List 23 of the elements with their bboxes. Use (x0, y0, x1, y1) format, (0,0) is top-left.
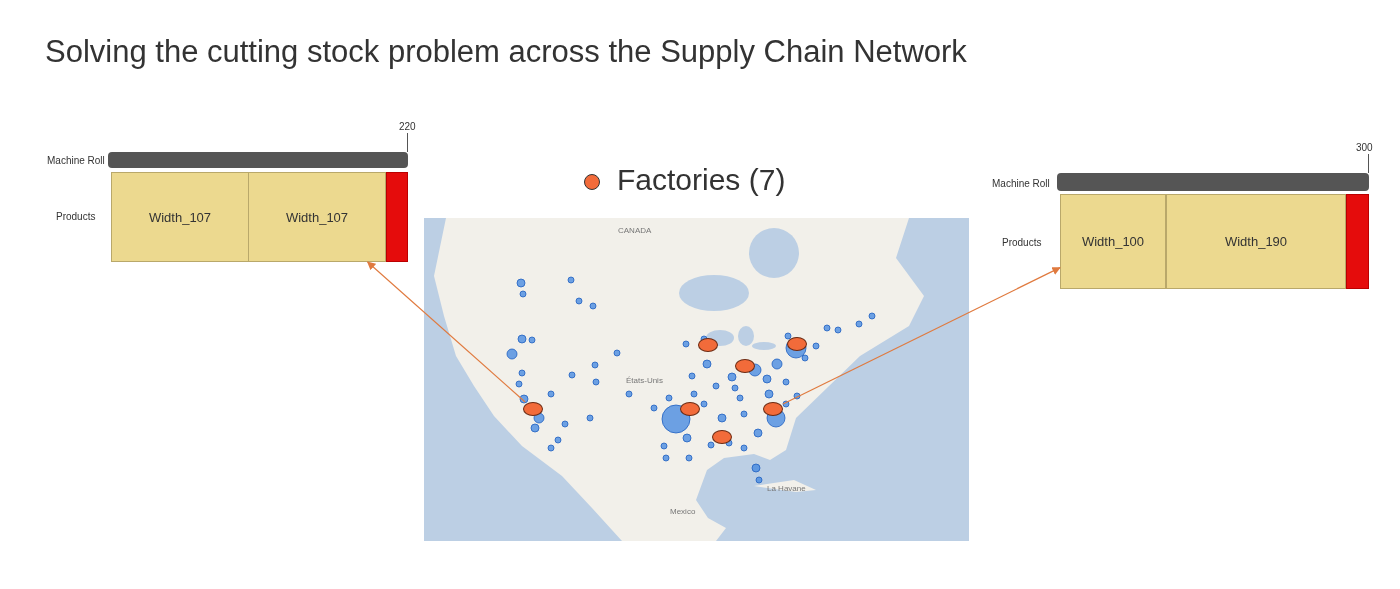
title: Solving the cutting stock problem across the Supply Chain Network (45, 34, 967, 70)
axis-label: Products (1002, 237, 1042, 248)
place-name: États-Unis (626, 376, 663, 385)
place-name: CANADA (618, 226, 652, 235)
waste-segment (1346, 194, 1369, 289)
axis-label: Machine Roll (47, 155, 105, 166)
legend-label: Factories (7) (617, 163, 786, 197)
waste-segment (386, 172, 408, 262)
axis-label: Machine Roll (992, 178, 1050, 189)
product-segment: Width_190 (1166, 194, 1346, 289)
place-name: La Havane (767, 484, 806, 493)
product-segment: Width_107 (248, 172, 386, 262)
roll-bar (1057, 173, 1369, 191)
roll-bar (108, 152, 408, 168)
map-picture (424, 218, 969, 541)
arrow (782, 267, 1061, 405)
axis-label: Products (56, 211, 96, 222)
axis-label: 220 (399, 121, 416, 132)
arrow (367, 261, 526, 403)
place-name: Mexico (670, 507, 696, 516)
axis-label: 300 (1356, 142, 1373, 153)
product-segment: Width_100 (1060, 194, 1166, 289)
product-segment: Width_107 (111, 172, 249, 262)
